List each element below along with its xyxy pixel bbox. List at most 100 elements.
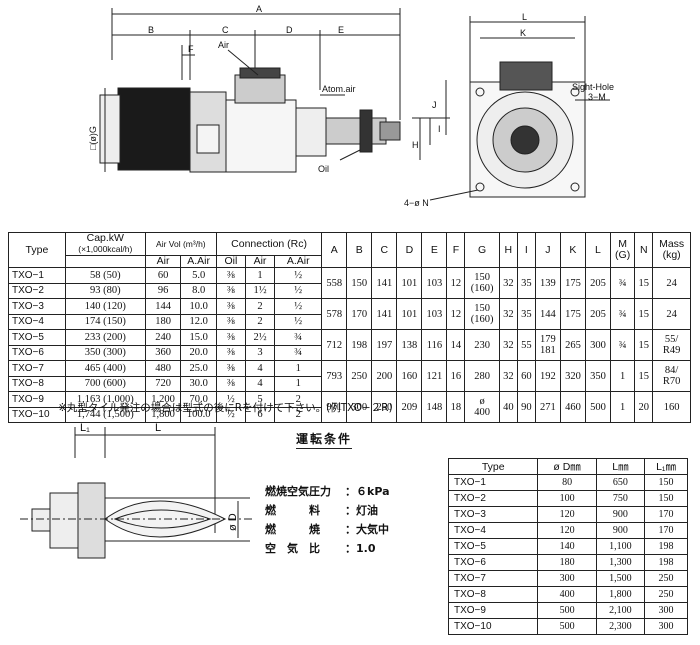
len-cell: 250 (644, 586, 688, 603)
len-cell: 100 (537, 490, 597, 507)
cell-cap: 700 (600) (64, 375, 146, 392)
len-cell: TXO−2 (447, 490, 539, 507)
cell-c_air: 2 (244, 313, 276, 330)
cell-n: 15 (634, 329, 654, 361)
col-c: C (371, 232, 398, 268)
cell-oil: ⅜ (215, 344, 246, 361)
cell-h: 40 (498, 391, 518, 423)
cell-c: 200 (371, 360, 398, 392)
cell-m: ¾ (609, 329, 636, 361)
cell-i: 90 (516, 391, 536, 423)
cell-c_air: 4 (244, 375, 276, 392)
len-cell: 140 (537, 538, 597, 555)
cell-e: 103 (421, 267, 448, 299)
sight-hole-sub-label: 3−M (588, 92, 606, 102)
len-cell: 150 (644, 474, 688, 491)
cell-cap: 233 (200) (64, 329, 146, 346)
cell-g: 230 (464, 329, 500, 361)
col-g: G (464, 232, 500, 268)
cell-c_air: 6 (244, 406, 276, 423)
cell-c_aair: 1 (274, 375, 323, 392)
operating-conditions-title: 運転条件 (296, 430, 353, 449)
cell-cap: 1,744 (1,500) (64, 406, 146, 423)
col-h: H (498, 232, 518, 268)
cell-c_air: 2½ (244, 329, 276, 346)
col-l: L (584, 232, 611, 268)
cell-oil: ½ (215, 406, 246, 423)
cell-b: 150 (346, 267, 373, 299)
cell-cap: 350 (300) (64, 344, 146, 361)
len-cell: TXO−6 (447, 554, 539, 571)
len-cell: 2,300 (595, 618, 646, 635)
dim-label-a: A (256, 4, 262, 14)
len-cell: 120 (537, 506, 597, 523)
cell-type: TXO−10 (8, 406, 66, 423)
cell-n: 15 (634, 267, 654, 299)
cell-c: 250 (371, 391, 398, 423)
cell-type: TXO−6 (8, 344, 66, 361)
cell-n: 20 (634, 391, 654, 423)
len-col-l1: L₁㎜ (644, 458, 688, 475)
dim-label-b: B (148, 25, 154, 35)
len-cell: 80 (537, 474, 597, 491)
col-airvol-aair: A.Air (180, 255, 217, 268)
cell-aair: 20.0 (180, 344, 217, 361)
cell-c_aair: ¾ (274, 344, 323, 361)
cell-aair: 30.0 (180, 375, 217, 392)
cell-mass: 160 (652, 391, 691, 423)
col-airvol-air: Air (144, 255, 182, 268)
len-cell: TXO−10 (447, 618, 539, 635)
cell-type: TXO−4 (8, 313, 66, 330)
cell-f: 16 (446, 360, 466, 392)
cell-f: 12 (446, 298, 466, 330)
cell-l: 205 (584, 267, 611, 299)
dim-label-j: J (432, 100, 437, 110)
flame-label-l: L (155, 422, 161, 434)
cell-j: 144 (534, 298, 561, 330)
cell-type: TXO−5 (8, 329, 66, 346)
col-conn-oil: Oil (215, 255, 246, 268)
cell-oil: ⅜ (215, 329, 246, 346)
cell-e: 148 (421, 391, 448, 423)
cell-l: 205 (584, 298, 611, 330)
len-cell: 500 (537, 618, 597, 635)
cell-oil: ⅜ (215, 298, 246, 315)
cell-mass: 55/R49 (652, 329, 691, 361)
len-cell: 180 (537, 554, 597, 571)
len-cell: 300 (644, 602, 688, 619)
len-cell: 250 (644, 570, 688, 587)
cell-mass: 24 (652, 267, 691, 299)
len-cell: TXO−8 (447, 586, 539, 603)
air-label: Air (218, 40, 229, 50)
cell-a: 558 (321, 267, 348, 299)
col-n: N (634, 232, 654, 268)
cell-c_air: 3 (244, 344, 276, 361)
len-cell: 650 (595, 474, 646, 491)
len-cell: 198 (644, 538, 688, 555)
len-cell: TXO−4 (447, 522, 539, 539)
col-i: I (516, 232, 536, 268)
cell-b: 250 (346, 360, 373, 392)
cell-m: ¾ (609, 267, 636, 299)
dim-label-g: □(ø)G (88, 126, 98, 150)
cell-air: 60 (144, 267, 182, 284)
cell-type: TXO−9 (8, 391, 66, 408)
cell-air: 180 (144, 313, 182, 330)
len-cell: 900 (595, 506, 646, 523)
cell-c_air: 1½ (244, 282, 276, 299)
cell-cap: 93 (80) (64, 282, 146, 299)
cell-cap: 140 (120) (64, 298, 146, 315)
col-airvol: Air Vol (m³/h) (144, 232, 217, 256)
cell-g: 150(160) (464, 267, 500, 299)
